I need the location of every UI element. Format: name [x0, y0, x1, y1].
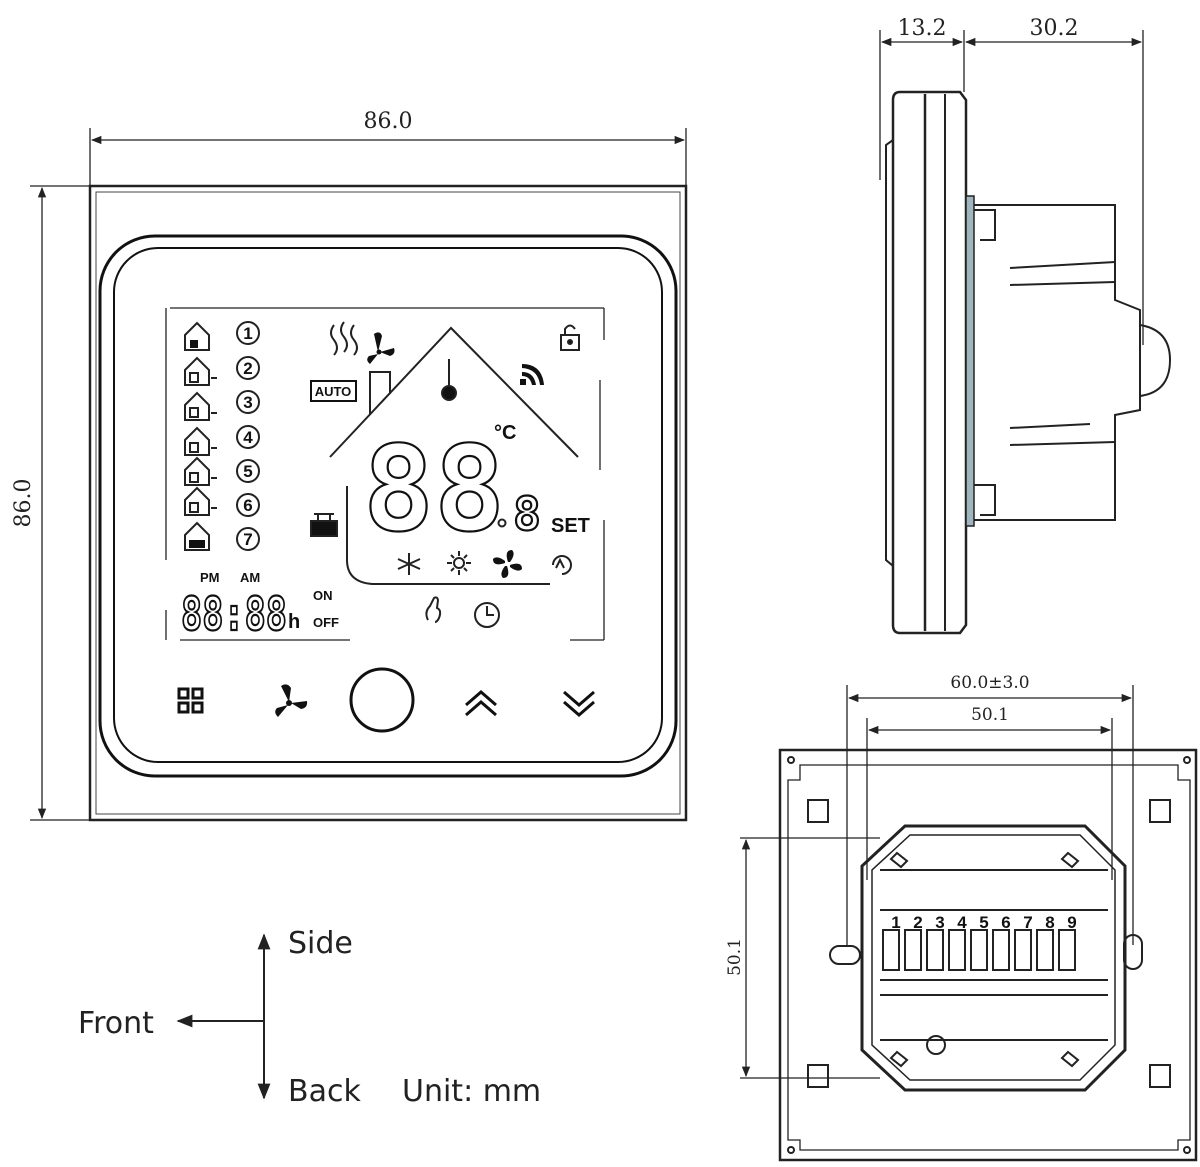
back-vertical-dim-label: 50.1 — [725, 938, 745, 976]
scene-number-4: 4 — [236, 425, 260, 449]
house-icon-6 — [184, 486, 217, 516]
legend-unit-label: Unit: mm — [402, 1074, 541, 1109]
svg-text:5: 5 — [243, 462, 252, 481]
up-icon — [465, 690, 497, 717]
terminal-number-1: 1 — [891, 913, 900, 932]
svg-text:6: 6 — [243, 496, 252, 515]
scene-house-icons — [184, 321, 217, 551]
temperature-digits: 88 — [363, 420, 505, 558]
down-button[interactable] — [563, 690, 595, 717]
back-plate — [778, 748, 1198, 1162]
decimal-digit: 8 — [513, 487, 541, 541]
scene-number-2: 2 — [236, 356, 260, 380]
side-right-dim-label: 30.2 — [1030, 16, 1079, 41]
mode-divider-line — [346, 486, 550, 585]
scene-numbers: 1 2 3 4 5 6 7 — [236, 321, 260, 551]
house-icon-7 — [184, 521, 210, 551]
side-body — [885, 90, 1172, 635]
svg-text:2: 2 — [243, 359, 252, 378]
temperature-display: 88 8 SET — [362, 419, 590, 559]
celsius-label: °C — [494, 422, 516, 444]
menu-icon — [177, 687, 204, 714]
house-icon-4 — [184, 426, 217, 456]
clock-icon — [474, 602, 500, 628]
pm-label: PM — [200, 570, 220, 585]
house-icon-3 — [184, 391, 217, 421]
view-legend: Side Front Back Unit: mm — [78, 926, 541, 1109]
set-label: SET — [551, 515, 590, 537]
terminal-block — [860, 824, 1127, 1092]
house-icon-1 — [184, 321, 210, 351]
thermometer-icon — [441, 359, 457, 401]
down-icon — [563, 690, 595, 717]
fan-button[interactable] — [275, 684, 308, 717]
sun-icon — [447, 551, 471, 575]
snowflake-icon — [397, 553, 421, 575]
terminal-number-7: 7 — [1023, 913, 1032, 932]
scene-number-3: 3 — [236, 390, 260, 414]
manual-hand-icon — [425, 596, 442, 623]
legend-side-label: Side — [288, 926, 353, 961]
front-view: 86.0 86.0 — [11, 109, 688, 822]
hour-unit: h — [288, 611, 300, 633]
menu-button[interactable] — [177, 687, 204, 714]
fan-icon — [275, 684, 308, 717]
svg-text:1: 1 — [243, 324, 252, 343]
back-view: 60.0±3.0 50.1 50.1 — [725, 673, 1198, 1162]
terminal-number-9: 9 — [1067, 913, 1076, 932]
clock-digits: 88:88 — [181, 587, 287, 641]
on-label: ON — [313, 588, 333, 603]
front-width-dimension: 86.0 — [89, 109, 687, 190]
svg-text:AUTO: AUTO — [315, 384, 352, 399]
front-height-dimension: 86.0 — [11, 185, 92, 821]
back-inner-dim-label: 50.1 — [971, 705, 1009, 725]
terminal-number-2: 2 — [913, 913, 922, 932]
svg-text:3: 3 — [243, 393, 252, 412]
power-icon — [349, 667, 415, 733]
scene-number-6: 6 — [236, 493, 260, 517]
wifi-icon — [520, 364, 544, 385]
off-label: OFF — [313, 615, 339, 630]
legend-front-label: Front — [78, 1006, 154, 1041]
heat-waves-icon — [330, 321, 358, 356]
fan-indicator-icon — [367, 332, 395, 364]
house-outline — [329, 326, 579, 458]
back-outer-dim-label: 60.0±3.0 — [950, 673, 1029, 693]
house-icon-5 — [184, 456, 217, 486]
side-dimensions: 13.2 30.2 — [879, 16, 1144, 345]
scene-number-1: 1 — [236, 321, 260, 345]
glass-panel — [98, 234, 678, 778]
valve-icon — [310, 513, 338, 537]
terminal-number-8: 8 — [1045, 913, 1054, 932]
front-plate — [88, 184, 688, 822]
scene-number-7: 7 — [236, 527, 260, 551]
terminal-number-3: 3 — [935, 913, 944, 932]
front-width-label: 86.0 — [364, 109, 413, 134]
terminal-number-5: 5 — [979, 913, 988, 932]
power-button[interactable] — [349, 667, 415, 733]
side-left-dim-label: 13.2 — [898, 16, 947, 41]
scene-number-5: 5 — [236, 459, 260, 483]
lcd-frame — [165, 307, 605, 641]
fan-mode-icon — [493, 550, 522, 578]
back-dimensions: 60.0±3.0 50.1 50.1 — [725, 673, 1134, 1079]
terminal-numbers: 1 2 3 4 5 6 7 8 9 — [891, 913, 1076, 932]
terminal-number-6: 6 — [1001, 913, 1010, 932]
lock-icon — [560, 324, 580, 351]
legend-back-label: Back — [288, 1074, 361, 1109]
auto-badge: AUTO — [310, 380, 357, 402]
svg-text:7: 7 — [243, 530, 252, 549]
terminal-number-4: 4 — [957, 913, 967, 932]
eco-icon — [552, 555, 572, 575]
front-height-label: 86.0 — [11, 479, 36, 528]
up-button[interactable] — [465, 690, 497, 717]
side-view: 13.2 30.2 — [879, 16, 1172, 635]
am-label: AM — [240, 570, 260, 585]
terminal-screws — [882, 929, 1076, 971]
svg-text:4: 4 — [243, 428, 253, 447]
house-icon-2 — [184, 356, 217, 386]
